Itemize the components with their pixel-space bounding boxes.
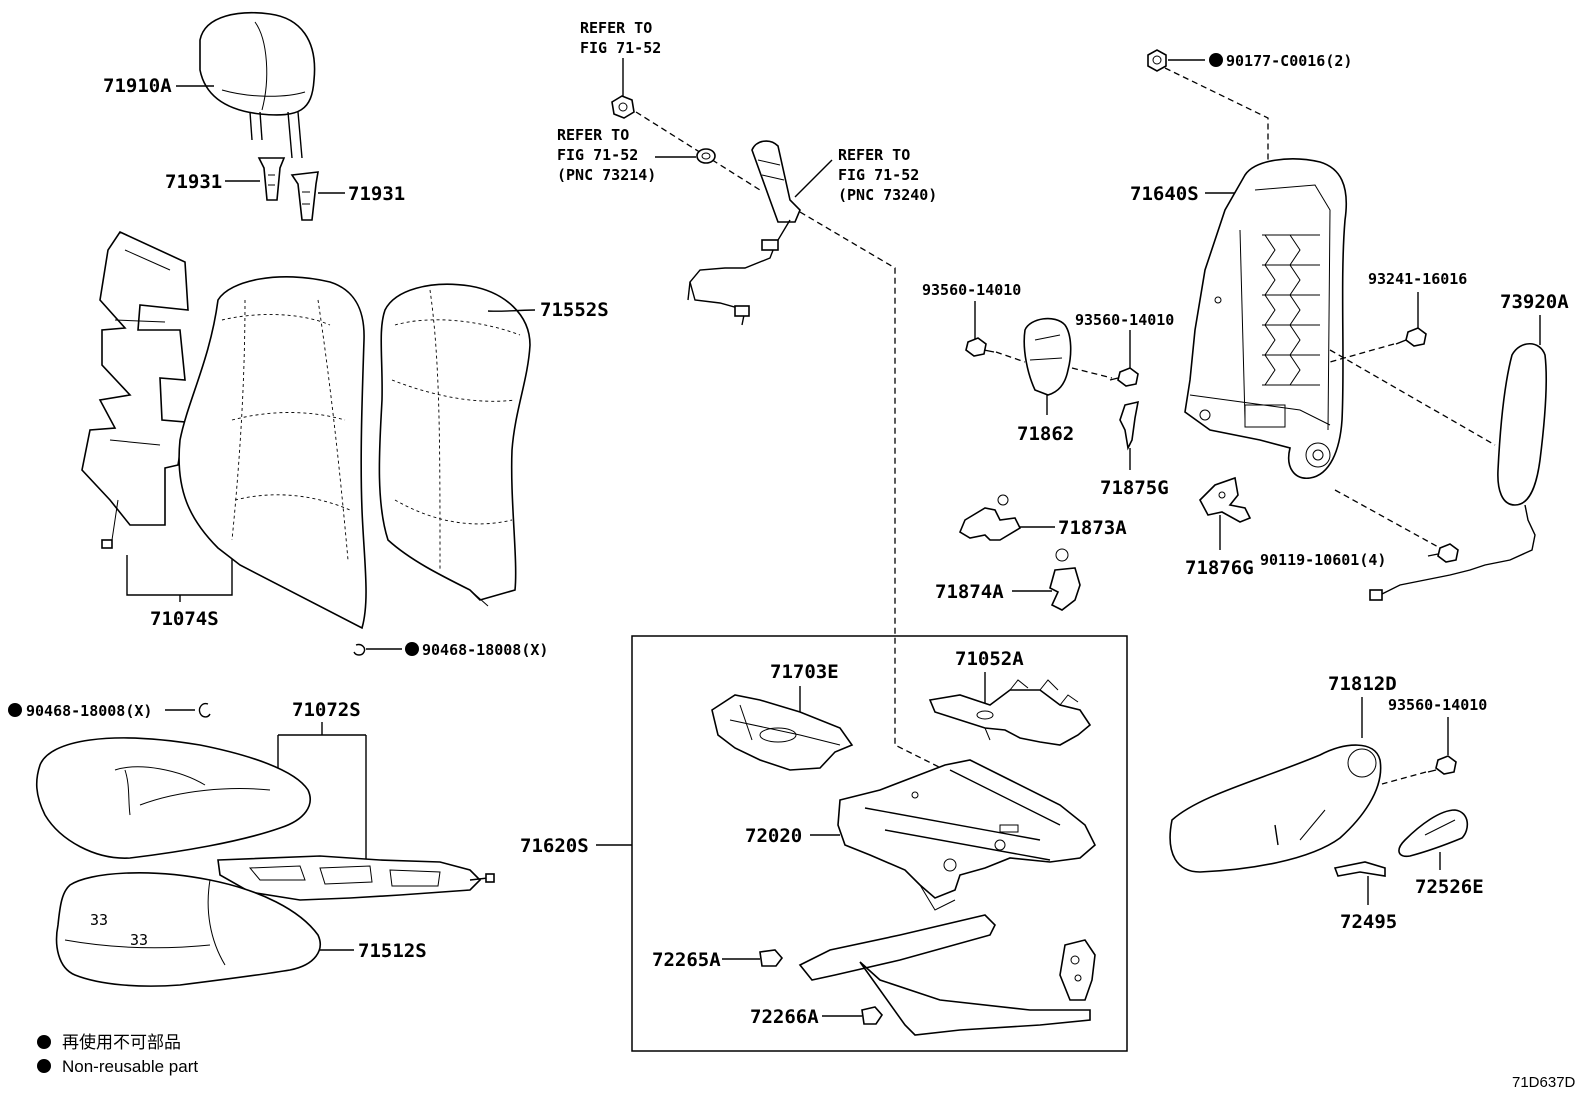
screw-mid <box>1109 367 1139 387</box>
label-screw-shield: 93560-14010 <box>1388 696 1487 714</box>
seat-track-rails <box>798 914 1096 1036</box>
label-hog-ring-lower: 90468-18008(X) <box>26 702 152 720</box>
legend-japanese: 再使用不可部品 <box>62 1032 181 1052</box>
seat-back-pad <box>178 276 367 630</box>
label-shield: 71812D <box>1328 673 1397 695</box>
label-bolt-bottom: 90119-10601(4) <box>1260 551 1386 569</box>
legend-english: Non-reusable part <box>62 1057 198 1076</box>
label-clip-a: 72265A <box>652 949 721 971</box>
headrest-guide-left <box>257 157 286 201</box>
label-seat-adjuster: 71620S <box>520 835 589 857</box>
hog-ring-lower-icon <box>198 702 211 718</box>
label-clip-74a: 71874A <box>935 581 1004 603</box>
seat-shield <box>1169 744 1382 873</box>
nut-top <box>1147 49 1167 72</box>
bolt-right <box>1395 327 1427 347</box>
clip-b <box>861 1006 884 1025</box>
reference-2-line1: REFER TO <box>557 126 629 144</box>
reference-1-line2: FIG 71-52 <box>580 39 661 57</box>
label-screw-mid: 93560-14010 <box>1075 311 1174 329</box>
label-clip-b: 72266A <box>750 1006 819 1028</box>
seat-belt-buckle <box>687 140 801 326</box>
label-headrest-guide-right: 71931 <box>348 183 405 205</box>
adjuster-frame <box>837 759 1096 911</box>
label-lever: 72495 <box>1340 911 1397 933</box>
side-airbag <box>1369 342 1547 601</box>
label-screw-left: 93560-14010 <box>922 281 1021 299</box>
back-heater-element <box>81 230 189 549</box>
cushion-frame-panel <box>711 694 854 771</box>
label-cushion-pad: 71512S <box>358 940 427 962</box>
label-back-pad: 71552S <box>540 299 609 321</box>
back-frame <box>1184 158 1347 479</box>
reference-2-line2: FIG 71-52 <box>557 146 638 164</box>
hog-ring-upper <box>353 642 419 656</box>
svg-text:33: 33 <box>90 911 108 929</box>
label-cushion-spring: 71052A <box>955 648 1024 670</box>
reference-3-line2: FIG 71-52 <box>838 166 919 184</box>
bracket-g <box>1199 476 1252 523</box>
label-bracket-a: 71873A <box>1058 517 1127 539</box>
headrest <box>199 11 316 159</box>
cushion-cover <box>35 737 311 859</box>
bracket-a <box>958 494 1022 541</box>
label-knob: 72526E <box>1415 876 1484 898</box>
screw-left <box>965 337 995 357</box>
label-clip-g: 71875G <box>1100 477 1169 499</box>
knob <box>1398 809 1469 858</box>
label-back-heater: 71074S <box>150 608 219 630</box>
label-cushion-cover: 71072S <box>292 699 361 721</box>
screw-shield <box>1427 755 1457 775</box>
nut-ref-1 <box>611 95 635 119</box>
reference-3-line3: (PNC 73240) <box>838 186 937 204</box>
label-adjuster-frame: 72020 <box>745 825 802 847</box>
label-bracket-g: 71876G <box>1185 557 1254 579</box>
cushion-heater-mat <box>217 855 495 901</box>
lever <box>1333 861 1386 877</box>
back-pad-cover <box>378 283 531 607</box>
label-headrest-guide-left: 71931 <box>165 171 222 193</box>
clip-a <box>759 949 784 967</box>
clip-g <box>1119 400 1140 451</box>
clip-74a <box>1049 548 1081 611</box>
back-cover-trim <box>1023 317 1072 396</box>
reference-2-line3: (PNC 73214) <box>557 166 656 184</box>
label-back-frame: 71640S <box>1130 183 1199 205</box>
label-nut-top: 90177-C0016(2) <box>1226 52 1352 70</box>
reference-3-line1: REFER TO <box>838 146 910 164</box>
label-bolt-right: 93241-16016 <box>1368 270 1467 288</box>
reference-1-line1: REFER TO <box>580 19 652 37</box>
figure-id: 71D637D <box>1512 1074 1576 1091</box>
cushion-pad: 33 33 <box>55 872 321 987</box>
bolt-bottom <box>1427 543 1459 563</box>
seat-adjuster-group-box <box>631 635 1128 1052</box>
label-headrest: 71910A <box>103 75 172 97</box>
washer-ref-2 <box>696 148 716 164</box>
label-cushion-frame-panel: 71703E <box>770 661 839 683</box>
cushion-spring <box>928 679 1092 746</box>
label-hog-ring-upper: 90468-18008(X) <box>422 641 548 659</box>
label-side-airbag: 73920A <box>1500 291 1569 313</box>
headrest-guide-right <box>290 171 319 221</box>
label-back-cover-trim: 71862 <box>1017 423 1074 445</box>
svg-text:33: 33 <box>130 931 148 949</box>
